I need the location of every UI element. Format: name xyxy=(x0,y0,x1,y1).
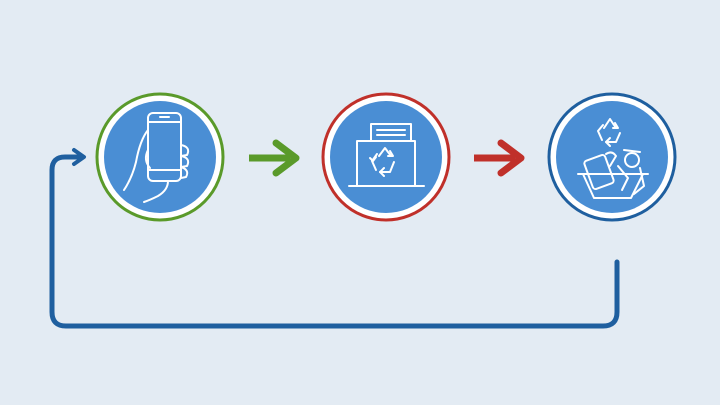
loop-back-arrow xyxy=(49,148,620,329)
step-smartphone xyxy=(95,92,225,222)
step-recycling-bin xyxy=(547,92,677,222)
arrow-step1-to-step2 xyxy=(249,139,300,177)
hand-holding-phone-icon xyxy=(123,112,190,203)
recycle-bin-icon xyxy=(348,123,425,187)
recycled-items-icon xyxy=(577,118,649,199)
arrow-step2-to-step3 xyxy=(474,139,525,177)
step-recycling-drop-box xyxy=(321,92,451,222)
